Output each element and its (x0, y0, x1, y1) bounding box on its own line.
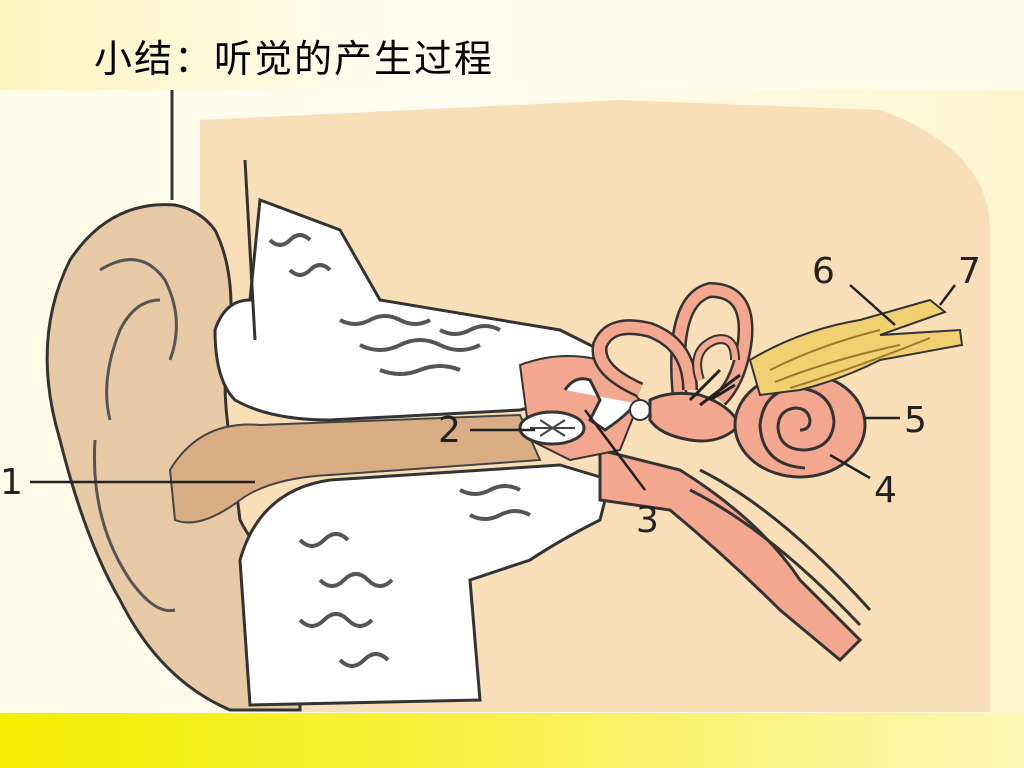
stapes-footplate (629, 399, 651, 421)
cochlea-spiral (758, 386, 836, 470)
title-band (0, 0, 1024, 90)
callout-5-label: 5 (904, 400, 927, 441)
callout-6-label: 6 (812, 251, 835, 292)
ossicles (563, 377, 646, 432)
eustachian-tube-wall (689, 468, 872, 627)
tympanic-membrane-lines (530, 419, 575, 437)
slide-title: 小结：听觉的产生过程 (94, 37, 495, 81)
callout-4-label: 4 (874, 470, 897, 511)
upper-pointer-line (243, 159, 257, 341)
bone-texture-upper (268, 233, 501, 376)
callout-4-line (829, 453, 871, 480)
semicircular-canal-lateral-fill (694, 336, 738, 381)
callout-3-line (584, 409, 646, 491)
nerve-branch-lines (688, 368, 741, 407)
callout-3-label: 3 (636, 500, 659, 541)
helix-fold (99, 258, 178, 421)
callout-6-line (849, 284, 896, 326)
callout-1-label: 1 (0, 462, 23, 503)
temporal-bone-upper (213, 197, 603, 422)
callout-2-label: 2 (438, 410, 461, 451)
callout-7-line (939, 284, 956, 306)
auricle (45, 203, 302, 712)
bottom-accent-band (0, 713, 1024, 768)
bone-texture-lower (298, 484, 531, 668)
semicircular-canal-anterior-fill (672, 284, 752, 404)
antihelix-fold (92, 439, 176, 613)
semicircular-canal-posterior-fill (594, 321, 696, 396)
callout-7-label: 7 (958, 251, 981, 292)
eustachian-tube (598, 448, 863, 663)
auditory-nerve-fibers (769, 329, 931, 389)
ear-canal (168, 413, 542, 524)
